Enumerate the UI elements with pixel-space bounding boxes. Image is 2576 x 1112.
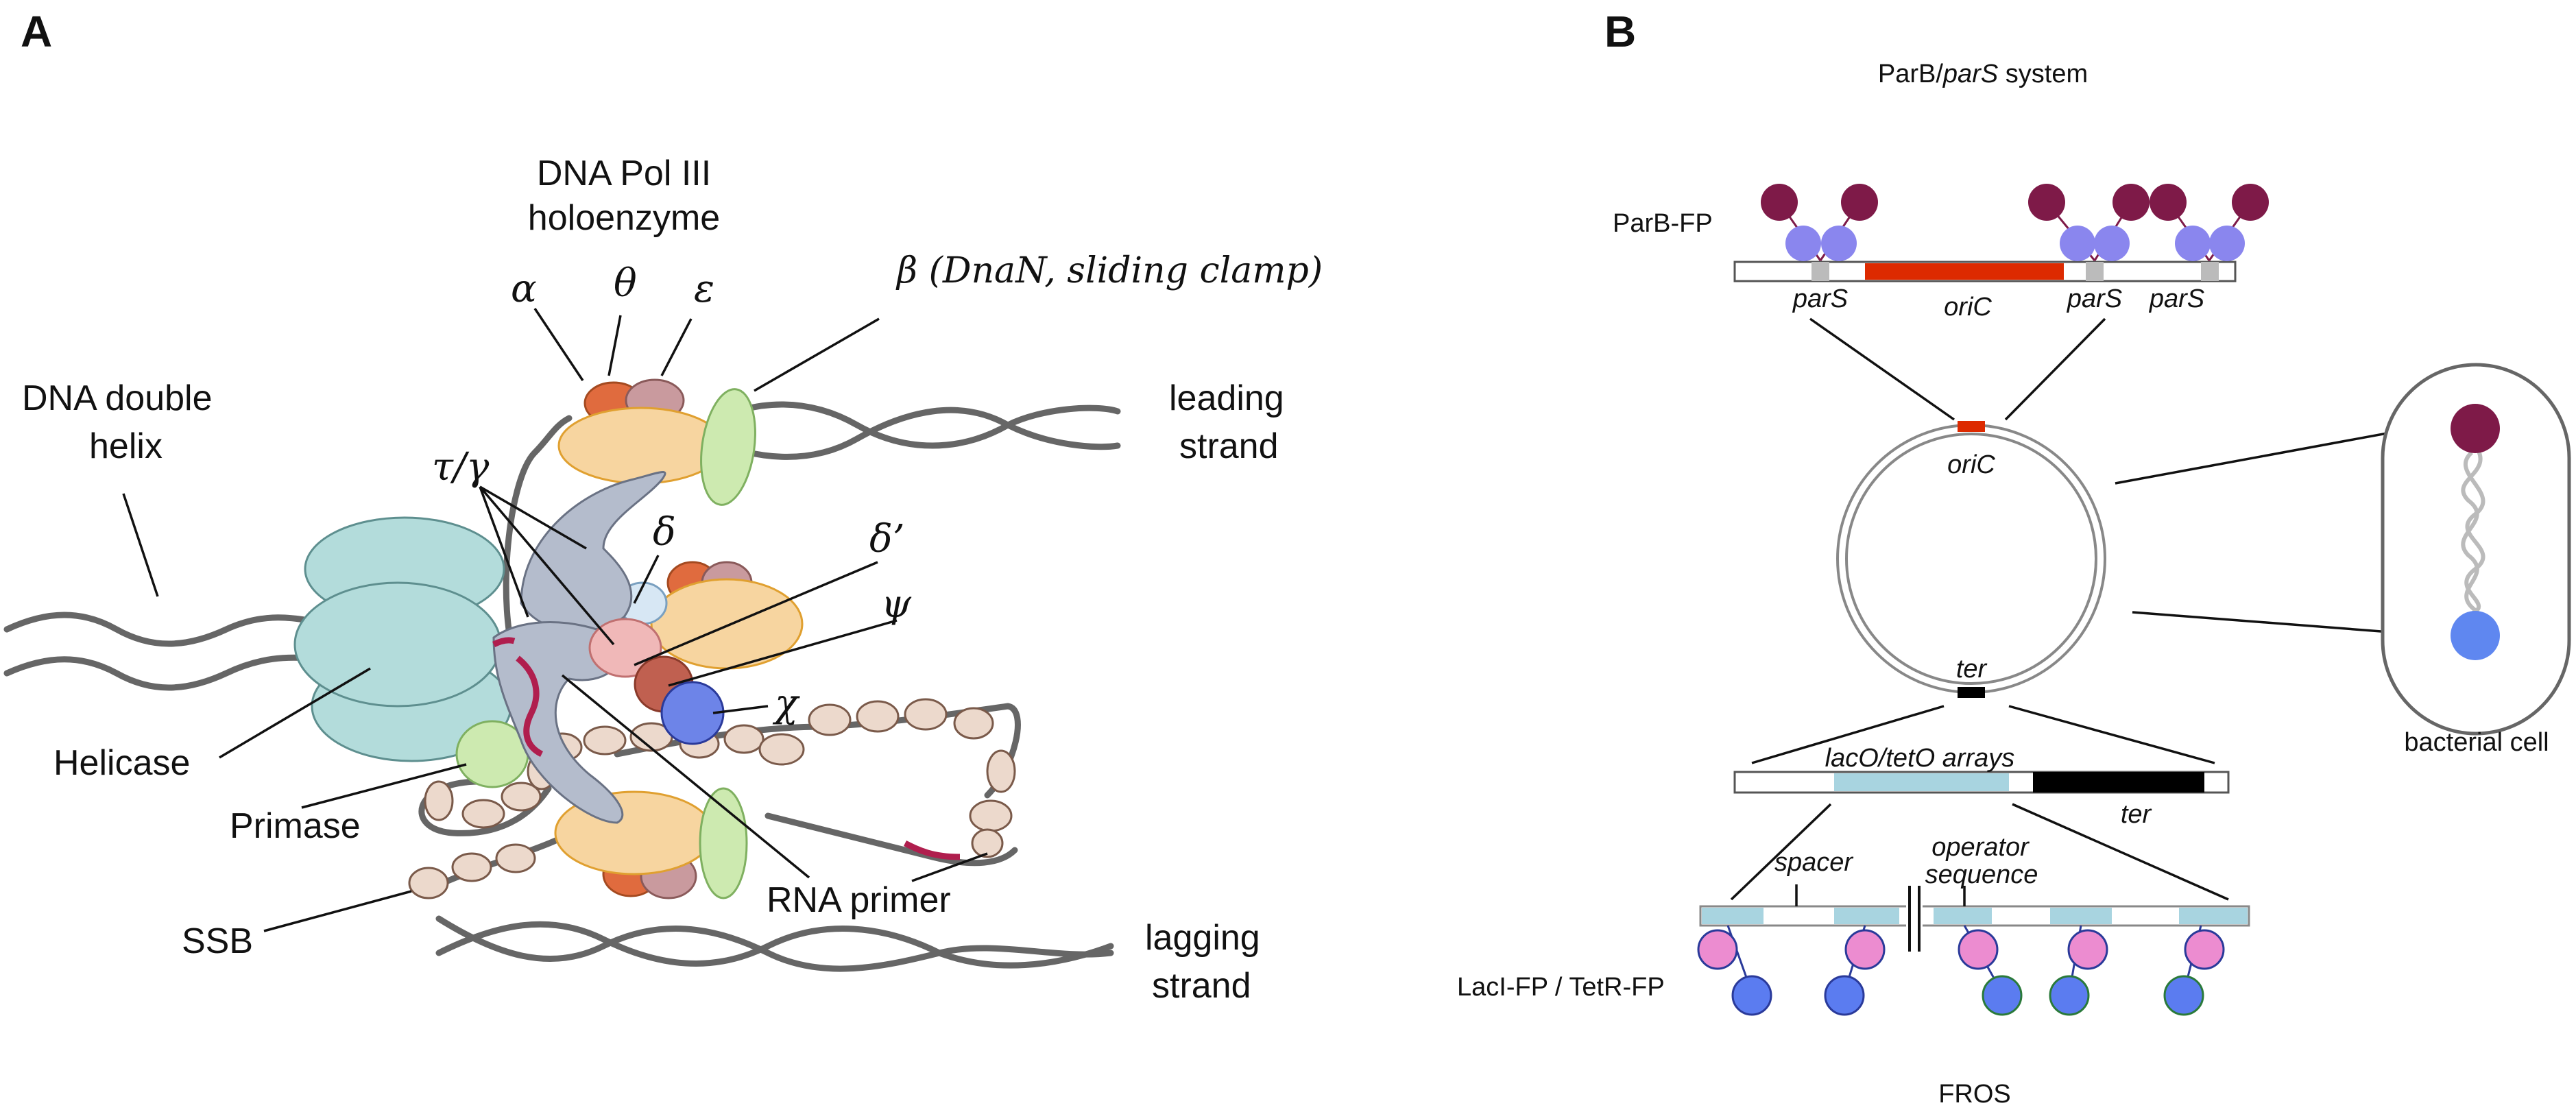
leading-strand-line1: leading bbox=[1169, 378, 1284, 418]
delta-label: δ bbox=[653, 510, 676, 555]
zoom-line-bottom-right bbox=[2012, 803, 2229, 901]
parb-fp-group-2 bbox=[2028, 184, 2150, 261]
dna-helix-label-line1: DNA double bbox=[22, 378, 213, 418]
oric-chrom-label: oriC bbox=[1947, 450, 1995, 479]
arrays-bar bbox=[1733, 771, 2230, 794]
panel-a-letter: A bbox=[21, 7, 52, 56]
chromosome-circle bbox=[1836, 421, 2106, 698]
rna-primer-3 bbox=[903, 840, 961, 860]
parb-fp-group-3 bbox=[2150, 184, 2269, 261]
epsilon-label: ε bbox=[694, 267, 714, 311]
parb-fp-group-1 bbox=[1761, 184, 1878, 261]
chi-shape bbox=[660, 681, 725, 745]
operator-label-line2: sequence bbox=[1925, 860, 2038, 889]
pars-label-3: parS bbox=[2149, 285, 2204, 313]
parb-fp-proteins bbox=[1761, 184, 2269, 261]
pars-label-1: parS bbox=[1792, 285, 1848, 313]
bacterial-cell-label: bacterial cell bbox=[2404, 728, 2549, 757]
zoom-line-mid-left bbox=[1751, 705, 1945, 764]
leading-strand-line2: strand bbox=[1179, 426, 1279, 466]
repressor-5 bbox=[2163, 925, 2225, 1016]
laci-fp-label: LacI-FP / TetR-FP bbox=[1457, 973, 1665, 1002]
lagging-strand-line2: strand bbox=[1152, 966, 1251, 1006]
helicase-label: Helicase bbox=[53, 743, 190, 783]
ter-bar-label: ter bbox=[2121, 800, 2152, 829]
zoom-line-mid-right bbox=[2008, 705, 2215, 764]
pol-core-upper bbox=[557, 378, 756, 506]
repressor-3 bbox=[1958, 925, 2023, 1016]
ter-chrom-label: ter bbox=[1956, 655, 1988, 684]
parb-fp-label: ParB-FP bbox=[1613, 209, 1713, 238]
panel-b-letter: B bbox=[1604, 7, 1636, 56]
system-title: ParB/parS system bbox=[1878, 60, 2088, 88]
bacterial-cell bbox=[2381, 363, 2571, 736]
panel-a: A bbox=[3, 7, 1323, 1006]
leader-lines-a bbox=[122, 308, 988, 932]
fros-bar bbox=[1699, 886, 2250, 952]
zoom-line-top-right bbox=[2004, 317, 2106, 421]
delta-prime-label: δ’ bbox=[869, 517, 905, 561]
helicase-shape bbox=[293, 516, 512, 762]
pol-core-middle bbox=[617, 561, 804, 670]
repressor-proteins bbox=[1697, 925, 2225, 1016]
rna-primer-2 bbox=[492, 637, 516, 648]
theta-label: θ bbox=[614, 261, 637, 306]
repressor-1 bbox=[1697, 925, 1772, 1016]
alpha-label: α bbox=[511, 267, 537, 311]
pars-label-2: parS bbox=[2067, 285, 2122, 313]
pol-title-line2: holoenzyme bbox=[528, 198, 720, 238]
repressor-4 bbox=[2049, 925, 2108, 1016]
ssb-chain bbox=[408, 698, 1016, 899]
panel-b: B ParB/parS system ParB-FP bbox=[1457, 7, 2571, 1109]
zoom-line-bottom-left bbox=[1730, 803, 1832, 901]
repressor-2 bbox=[1824, 925, 1886, 1016]
ssb-label: SSB bbox=[182, 921, 253, 961]
dna-helix-label-line2: helix bbox=[89, 426, 162, 466]
beta-label: β (DnaN, sliding clamp) bbox=[895, 250, 1323, 291]
pol-title-line1: DNA Pol III bbox=[537, 154, 711, 193]
parb-bar bbox=[1733, 261, 2237, 282]
spacer-label: spacer bbox=[1774, 848, 1853, 877]
zoom-line-top-left bbox=[1809, 317, 1955, 421]
tau-gamma-label: τ/γ bbox=[432, 445, 490, 489]
rna-primer-1 bbox=[516, 655, 544, 758]
psi-label: ψ bbox=[881, 582, 912, 627]
operator-label-line1: operator bbox=[1931, 833, 2030, 862]
primase-label: Primase bbox=[230, 806, 361, 846]
oric-bar-label: oriC bbox=[1944, 293, 1992, 322]
fros-label: FROS bbox=[1938, 1080, 2011, 1109]
lagging-strand-line1: lagging bbox=[1145, 918, 1260, 958]
arrays-label: lacO/tetO arrays bbox=[1825, 744, 2015, 773]
chi-label: χ bbox=[772, 681, 800, 726]
rna-primer-label: RNA primer bbox=[767, 880, 951, 920]
